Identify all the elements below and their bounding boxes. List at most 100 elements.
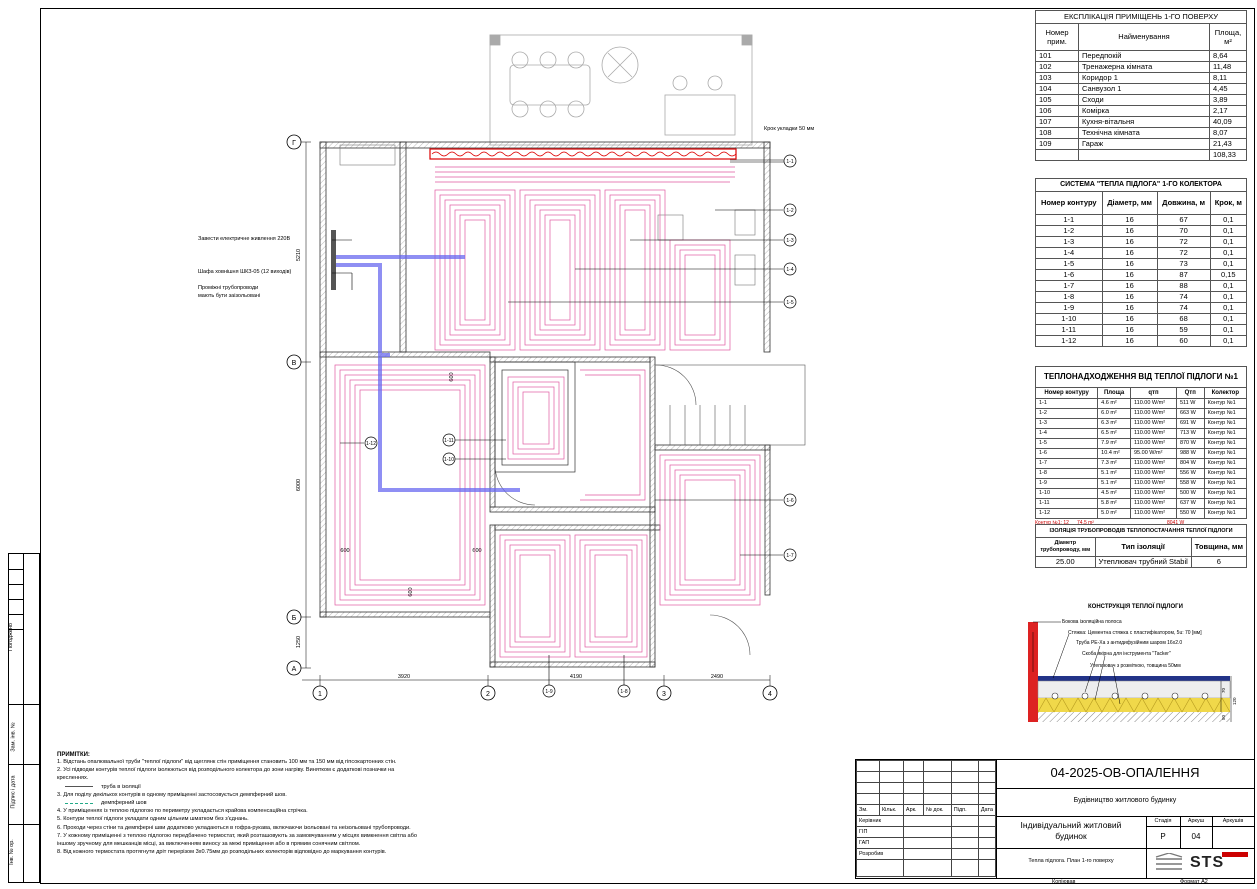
- role-head: Керівник: [856, 815, 904, 827]
- step-strip: [429, 148, 737, 160]
- legend-insulated: труба в ізоляції: [57, 783, 457, 791]
- dim-4190: 4190: [570, 674, 582, 680]
- sts-logo: STS: [1154, 852, 1250, 876]
- walls: [319, 141, 771, 668]
- side-stamp-orig: Інв. № ор.: [8, 839, 15, 865]
- sheet-header: Аркуш: [1187, 818, 1205, 824]
- system-cell: 16: [1101, 280, 1158, 292]
- axis-g: Г: [292, 140, 296, 147]
- tag-1-8: 1-8: [620, 689, 627, 695]
- dim-1250: 1250: [296, 636, 302, 648]
- system-header-2: Довжина, м: [1156, 191, 1211, 215]
- explication-cell: 103: [1035, 72, 1079, 84]
- explication-cell: Кухня-вітальня: [1078, 116, 1210, 128]
- system-cell: 16: [1101, 302, 1158, 314]
- heat-cell: 1-9: [1034, 478, 1099, 489]
- system-cell: 16: [1101, 214, 1158, 226]
- system-table: СИСТЕМА "ТЕПЛА ПІДЛОГА" 1-ГО КОЛЕКТОРА Н…: [1035, 178, 1248, 347]
- heat-cell: 988 W: [1175, 448, 1205, 459]
- note-5: 5. Контури теплої підлоги укладати одним…: [57, 816, 249, 823]
- callout-cabinet: Шафа ховнішня ШКЗ-05 (12 виходів): [198, 269, 292, 275]
- explication-cell: Санвузол 1: [1078, 83, 1210, 95]
- heat-cell: 4.5 m²: [1097, 488, 1131, 499]
- heat-cell: 110.00 W/m²: [1129, 438, 1177, 449]
- col-sign: Підп.: [950, 804, 979, 816]
- insulation-title: ІЗОЛЯЦІЯ ТРУБОПРОВОДІВ ТЕПЛОПОСТАЧАННЯ Т…: [1035, 524, 1247, 537]
- system-cell: 1-2: [1035, 225, 1103, 237]
- system-cell: 16: [1101, 225, 1158, 237]
- system-cell: 74: [1156, 291, 1211, 303]
- heat-cell: 110.00 W/m²: [1129, 478, 1177, 489]
- insulation-header-0: Діаметр трубопроводу, мм: [1035, 537, 1096, 557]
- heat-cell: 1-2: [1034, 408, 1099, 419]
- heat-cell: 110.00 W/m²: [1129, 428, 1177, 439]
- tag-1-9: 1-9: [545, 689, 552, 695]
- explication-cell: 8,64: [1209, 50, 1247, 62]
- col-zm: Зм.: [856, 804, 880, 816]
- system-cell: 0,1: [1209, 313, 1248, 325]
- heat-cell: 110.00 W/m²: [1129, 488, 1177, 499]
- tag-1-1: 1-1: [786, 159, 793, 165]
- heat-cell: Контур №1: [1203, 458, 1248, 469]
- role-dev: Розробив: [856, 848, 904, 860]
- role-gip: ГІП: [856, 826, 904, 838]
- system-cell: 0,1: [1209, 324, 1248, 336]
- construction-label-2: Труба PE-Xa з антидифузійним шаром 16x2.…: [1076, 640, 1183, 646]
- system-cell: 16: [1101, 313, 1158, 325]
- system-cell: 67: [1156, 214, 1211, 226]
- axis-2: 2: [486, 691, 490, 698]
- dim-70: 70: [1221, 687, 1226, 693]
- project-name: Будівництво житлового будинку: [1073, 797, 1177, 804]
- explication-cell: 109: [1035, 138, 1079, 150]
- axis-labels: Г В Б А 1 2 3 4: [292, 140, 772, 698]
- system-cell: 16: [1101, 324, 1158, 336]
- copied-label: Копіював: [1052, 879, 1076, 885]
- explication-cell: Коридор 1: [1078, 72, 1210, 84]
- dim-600-d: 600: [408, 587, 414, 596]
- heating-loops: [334, 166, 761, 658]
- revision-grid: Зм. Кільк. Арк. № док. Підп. Дата Керівн…: [856, 760, 997, 877]
- heat-cell: 556 W: [1175, 468, 1205, 479]
- heat-cell: 5.0 m²: [1097, 508, 1131, 519]
- system-cell: 88: [1156, 280, 1211, 292]
- heat-header-4: Колектор: [1203, 387, 1248, 399]
- heat-cell: 95.00 W/m²: [1129, 448, 1177, 459]
- heat-cell: 110.00 W/m²: [1129, 458, 1177, 469]
- heat-footer: Контур №1: 12 74.5 m² 8041 W: [1035, 519, 1247, 528]
- explication-title: ЕКСПЛІКАЦІЯ ПРИМІЩЕНЬ 1-ГО ПОВЕРХУ: [1035, 10, 1247, 23]
- system-cell: 0,1: [1209, 335, 1248, 347]
- system-cell: 1-10: [1035, 313, 1103, 325]
- floor-plan: Г В Б А 1 2 3 4 3920 4190 2490 5210 6000…: [286, 34, 806, 701]
- construction-label-1: Стяжка: Цементна стяжка с пластифікаторо…: [1068, 629, 1202, 636]
- system-cell: 0,1: [1209, 247, 1248, 259]
- system-cell: 72: [1156, 236, 1211, 248]
- heat-footer-3: 8041 W: [1167, 520, 1185, 526]
- leader-lines: [332, 159, 785, 685]
- system-cell: 16: [1101, 335, 1158, 347]
- system-cell: 1-5: [1035, 258, 1103, 270]
- explication-header-area: Площа, м²: [1209, 23, 1247, 51]
- heat-cell: Контур №1: [1203, 418, 1248, 429]
- side-stamp-inv: Зам. інв. №: [10, 722, 17, 752]
- explication-cell: 21,43: [1209, 138, 1247, 150]
- tag-1-7: 1-7: [786, 553, 793, 559]
- system-cell: 16: [1101, 269, 1158, 281]
- dim-120: 120: [1232, 697, 1237, 705]
- heat-cell: 110.00 W/m²: [1129, 408, 1177, 419]
- explication-cell: 108: [1035, 127, 1079, 139]
- explication-cell: Тренажерна кімната: [1078, 61, 1210, 73]
- sheet-value: 04: [1191, 832, 1201, 841]
